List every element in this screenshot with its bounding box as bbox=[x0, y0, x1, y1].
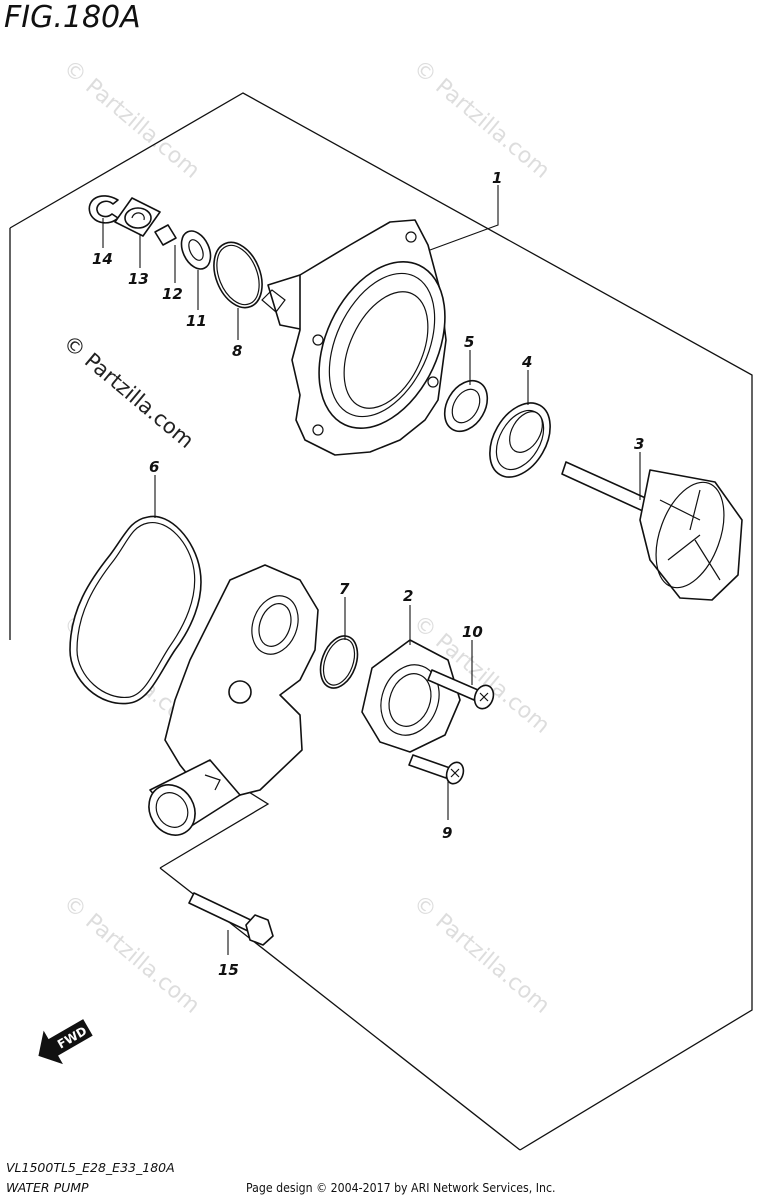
page-design-credit: Page design © 2004-2017 by ARI Network S… bbox=[246, 1180, 556, 1195]
callout-13[interactable]: 13 bbox=[128, 270, 149, 288]
part-10-screw[interactable] bbox=[427, 669, 497, 711]
part-13-collar[interactable] bbox=[114, 197, 161, 237]
part-6-gasket[interactable] bbox=[69, 515, 202, 705]
callout-labels: 1 2 3 4 5 6 7 8 9 10 11 12 13 14 15 bbox=[92, 169, 644, 979]
callout-5[interactable]: 5 bbox=[464, 333, 474, 351]
leader-lines bbox=[102, 185, 641, 955]
figure-code: VL1500TL5_E28_E33_180A bbox=[6, 1160, 175, 1175]
part-2-cover[interactable] bbox=[361, 639, 461, 753]
figure-title: FIG.180A bbox=[4, 0, 141, 35]
callout-11[interactable]: 11 bbox=[186, 312, 207, 330]
callout-12[interactable]: 12 bbox=[162, 285, 183, 303]
part-12-pin[interactable] bbox=[154, 224, 177, 246]
callout-2[interactable]: 2 bbox=[403, 587, 413, 605]
part-7-o-ring[interactable] bbox=[314, 631, 364, 693]
watermark: © Partzilla.com bbox=[59, 330, 199, 453]
part-8-o-ring[interactable] bbox=[205, 235, 271, 315]
watermark: © Partzilla.com bbox=[58, 890, 204, 1018]
part-4-mechanical-seal[interactable] bbox=[477, 392, 562, 487]
callout-7[interactable]: 7 bbox=[339, 580, 350, 598]
part-1-pump-housing[interactable] bbox=[261, 219, 470, 456]
part-14-e-clip[interactable] bbox=[88, 195, 119, 224]
fwd-arrow: FWD bbox=[38, 1019, 93, 1065]
callout-14[interactable]: 14 bbox=[92, 250, 113, 268]
part-15-bolt[interactable] bbox=[188, 892, 274, 946]
callout-8[interactable]: 8 bbox=[232, 342, 242, 360]
figure-name: WATER PUMP bbox=[6, 1180, 89, 1195]
callout-9[interactable]: 9 bbox=[442, 824, 452, 842]
watermark: © Partzilla.com bbox=[408, 890, 554, 1018]
callout-1[interactable]: 1 bbox=[492, 169, 502, 187]
callout-10[interactable]: 10 bbox=[462, 623, 483, 641]
part-3-impeller[interactable] bbox=[561, 461, 743, 601]
part-9-screw[interactable] bbox=[408, 754, 466, 786]
part-11-washer[interactable] bbox=[176, 226, 216, 273]
assembly-frame bbox=[9, 92, 753, 1151]
callout-3[interactable]: 3 bbox=[634, 435, 644, 453]
watermark: © Partzilla.com bbox=[58, 55, 204, 183]
pump-cover[interactable] bbox=[140, 564, 319, 844]
watermark: © Partzilla.com bbox=[408, 55, 554, 183]
part-5-oil-seal[interactable] bbox=[436, 373, 496, 439]
callout-6[interactable]: 6 bbox=[149, 458, 159, 476]
callout-4[interactable]: 4 bbox=[521, 353, 532, 371]
callout-15[interactable]: 15 bbox=[218, 961, 239, 979]
